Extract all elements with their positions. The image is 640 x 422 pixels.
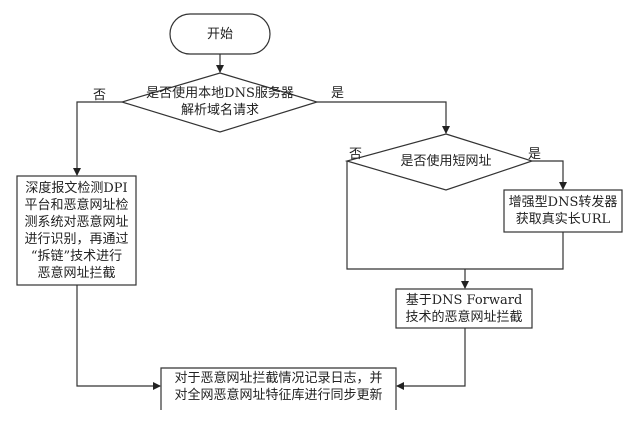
decision-short-url-shape (344, 133, 534, 191)
decision-local-dns-shape (119, 72, 320, 133)
decision-short-url-label: 是否使用短网址 (400, 153, 492, 169)
edge-label-short-url-no: 否 (349, 147, 363, 162)
edge-short-url-yes (532, 160, 567, 190)
edge-short-url-no (346, 161, 465, 270)
log-update-box (160, 367, 397, 410)
start-label: 开始 (206, 26, 233, 42)
edge-local-dns-no (73, 101, 122, 176)
dpi-block-box (16, 175, 137, 286)
edge-local-dns-yes (317, 101, 450, 134)
edge-label-local-dns-no: 否 (93, 88, 107, 103)
edge-forward-to-log (396, 328, 466, 390)
log-update-label: 对于恶意网址拦截情况记录日志，并 对全网恶意网址特征库进行同步更新 (174, 371, 383, 403)
edge-label-short-url-yes: 是 (528, 147, 542, 162)
edge-dpi-to-log (76, 285, 161, 390)
dns-forward-label: 基于DNS Forward 技术的恶意网址拦截 (405, 292, 523, 325)
dpi-block-label: 深度报文检测DPI 平台和恶意网址检 测系统对恶意网址 进行识别，再通过 “拆链… (24, 180, 129, 281)
edge-enhanced-dns-merge (465, 232, 564, 270)
enhanced-dns-label: 增强型DNS转发器 获取真实长URL (508, 195, 618, 227)
dns-forward-box (395, 288, 533, 329)
edge-label-local-dns-yes: 是 (331, 86, 345, 101)
decision-local-dns-label: 是否使用本地DNS服务器 解析域名请求 (146, 86, 294, 118)
